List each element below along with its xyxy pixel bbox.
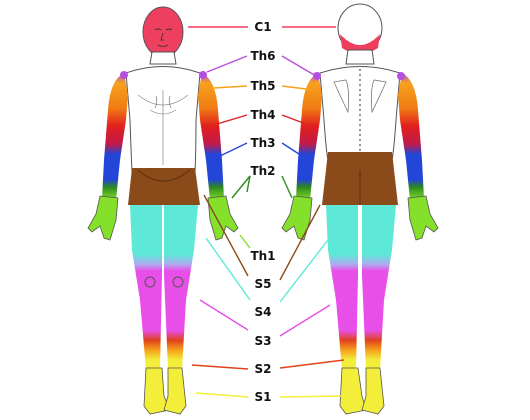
- front-pelvis: [128, 168, 200, 205]
- front-left-knee: [144, 276, 156, 288]
- line-th3-right: [281, 142, 303, 157]
- label-s1: S1: [255, 390, 272, 404]
- spine-dot: [359, 99, 361, 101]
- line-s4-right: [279, 239, 329, 303]
- back-right-foot: [361, 367, 385, 415]
- front-right-knee: [172, 276, 184, 288]
- line-th5-right: [281, 85, 315, 91]
- spine-dot: [359, 124, 361, 126]
- back-right-hand: [407, 195, 439, 241]
- line-th3-left: [219, 142, 248, 157]
- spine-dot: [359, 84, 361, 86]
- spine-dot: [359, 74, 361, 76]
- line-th2-left: [231, 175, 251, 199]
- back-body: [281, 3, 439, 415]
- back-left-hand: [281, 195, 313, 241]
- label-s4: S4: [255, 305, 272, 319]
- line-s1-left: [195, 392, 249, 398]
- line-th1: [239, 234, 251, 249]
- back-left-shoulder: [313, 72, 321, 80]
- front-nose: [160, 32, 164, 41]
- back-neck-c1: [340, 34, 380, 54]
- spine-dot: [359, 129, 361, 131]
- front-groin-line: [137, 169, 191, 182]
- line-s3-left: [199, 299, 249, 331]
- segment-labels: C1 Th6 Th5 Th4 Th3 Th2 Th1 S5 S4 S3 S2 S…: [250, 20, 275, 404]
- label-th5: Th5: [250, 79, 275, 93]
- back-right-arm: [398, 73, 424, 200]
- front-left-arm: [102, 73, 128, 200]
- label-s2: S2: [255, 362, 272, 376]
- front-body: [87, 6, 239, 415]
- front-left-leg: [130, 205, 162, 370]
- back-left-foot: [339, 367, 367, 415]
- line-s5-right: [279, 204, 321, 281]
- line-s1-right: [279, 395, 345, 398]
- front-head: [142, 6, 184, 58]
- front-left-hand: [87, 195, 119, 241]
- line-th4-right: [281, 114, 307, 125]
- front-right-shoulder: [199, 71, 207, 79]
- line-th2-right: [281, 175, 293, 199]
- label-s3: S3: [255, 334, 272, 348]
- line-s3-right: [279, 304, 331, 337]
- leader-lines: [188, 26, 345, 398]
- back-neck: [345, 49, 375, 65]
- back-left-leg: [326, 205, 358, 370]
- spine-dot: [359, 69, 361, 71]
- line-th6-right: [281, 55, 317, 77]
- label-th2: Th2: [250, 164, 275, 178]
- front-left-shoulder: [120, 71, 128, 79]
- front-right-foot: [163, 367, 187, 415]
- label-th1: Th1: [250, 249, 275, 263]
- spine-dot: [359, 119, 361, 121]
- line-s4-left: [205, 237, 251, 301]
- front-right-arm: [198, 73, 224, 200]
- front-neck: [149, 51, 177, 65]
- front-mouth: [157, 44, 169, 47]
- spine-dot: [359, 109, 361, 111]
- spine-dot: [359, 89, 361, 91]
- line-s5-left: [203, 194, 249, 277]
- back-left-arm: [296, 73, 322, 200]
- back-right-shoulder: [397, 72, 405, 80]
- spine-dot: [359, 104, 361, 106]
- back-right-leg: [362, 205, 396, 370]
- front-right-hand: [207, 195, 239, 241]
- back-scapulae: [333, 79, 387, 114]
- spine-dot: [359, 94, 361, 96]
- spine-dot: [359, 134, 361, 136]
- label-th6: Th6: [250, 49, 275, 63]
- front-chest-lines: [137, 90, 189, 165]
- line-th6-left: [206, 55, 248, 73]
- front-chest-hair: [154, 95, 172, 109]
- back-spine: [359, 69, 361, 151]
- spine-dot: [359, 114, 361, 116]
- label-th3: Th3: [250, 136, 275, 150]
- spine-dot: [359, 144, 361, 146]
- label-th4: Th4: [250, 108, 275, 122]
- front-eyes: [154, 28, 173, 31]
- line-th5-left: [213, 85, 248, 89]
- line-th4-left: [216, 114, 248, 125]
- line-s2-right: [279, 359, 345, 369]
- label-c1: C1: [254, 20, 271, 34]
- spine-dot: [359, 79, 361, 81]
- spine-dot: [359, 149, 361, 151]
- spine-dot: [359, 139, 361, 141]
- line-s2-left: [191, 364, 249, 370]
- label-s5: S5: [255, 277, 272, 291]
- front-right-leg: [164, 205, 198, 370]
